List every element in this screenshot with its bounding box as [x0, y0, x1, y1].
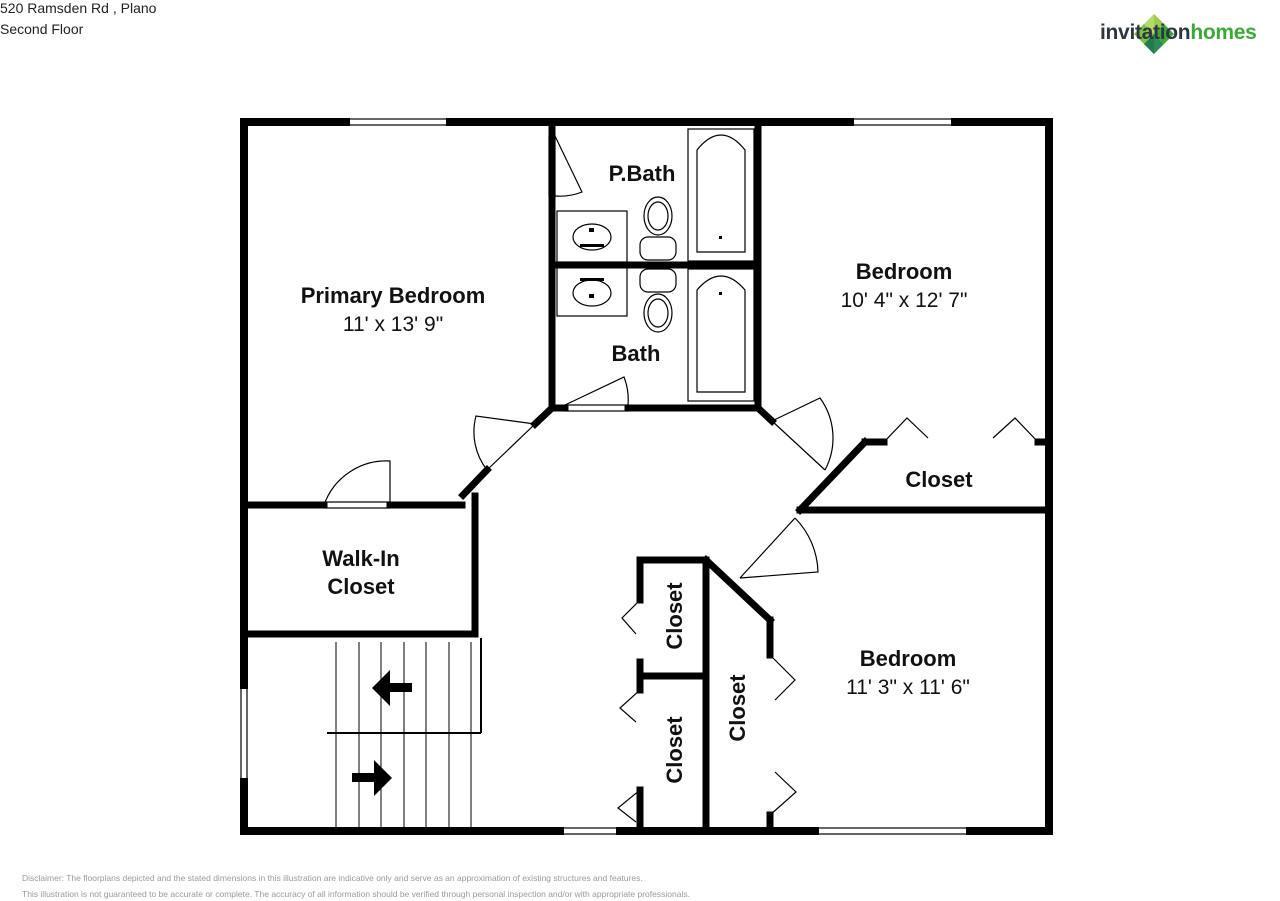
walk-in-closet-label-line2: Closet [327, 574, 395, 599]
closet-hall-upper-label: Closet [662, 582, 687, 650]
primary-bedroom-label: Primary Bedroom [301, 283, 486, 308]
bedroom-upper-label: Bedroom [856, 259, 953, 284]
closet-hall-lower-label: Closet [662, 716, 687, 784]
bedroom-upper-dims: 10' 4" x 12' 7" [841, 289, 968, 312]
disclaimer-line-1: Disclaimer: The floorplans depicted and … [22, 873, 643, 883]
brand-name-part2: homes [1190, 21, 1257, 44]
bedroom-lower-dims: 11' 3" x 11' 6" [846, 676, 970, 699]
stair-arrows [352, 670, 412, 796]
stairs [327, 638, 482, 828]
stair-arrow-down-icon [352, 760, 392, 796]
p-bath-label: P.Bath [609, 161, 676, 186]
bedroom-lower-label: Bedroom [860, 646, 957, 671]
closet-bedroom-lower-label: Closet [725, 674, 750, 742]
faucets [580, 228, 722, 298]
interior-walls [242, 121, 1050, 832]
closet-upper-label: Closet [905, 467, 973, 492]
bath-fixtures [556, 128, 755, 402]
stair-arrow-up-icon [372, 670, 412, 706]
property-address: 520 Ramsden Rd , Plano [0, 0, 157, 16]
floor-label: Second Floor [0, 21, 84, 37]
brand-name-part1: invitation [1100, 21, 1191, 44]
brand-name: invitationhomes [1100, 21, 1257, 45]
bath-label: Bath [612, 341, 661, 366]
doors [323, 135, 1039, 823]
disclaimer-line-2: This illustration is not guaranteed to b… [22, 889, 690, 899]
primary-bedroom-dims: 11' x 13' 9" [343, 313, 443, 336]
brand-logo-icon [1134, 14, 1174, 54]
walls [240, 118, 1053, 835]
windows [240, 118, 971, 835]
walk-in-closet-label-line1: Walk-In [322, 546, 399, 571]
